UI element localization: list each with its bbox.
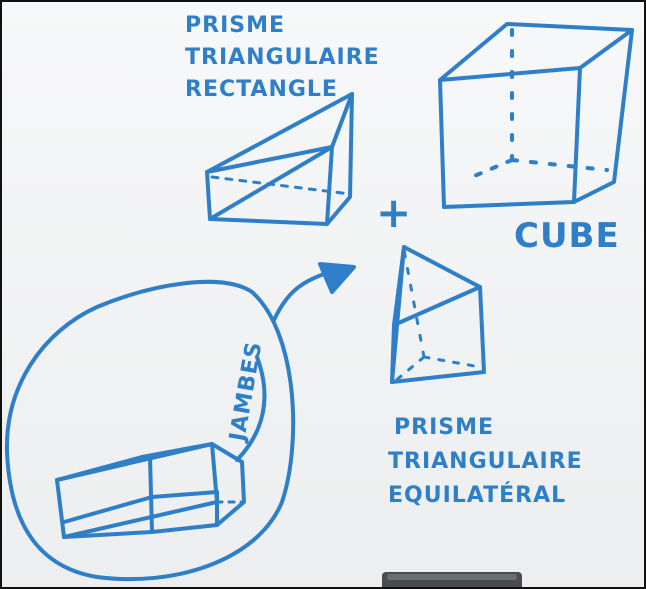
- cube-drawing: [438, 22, 634, 209]
- equilateral-prism-label-line-3: EQUILATÉRAL: [388, 482, 566, 508]
- equilateral-prism-label-line-1: PRISME: [394, 415, 494, 440]
- right-prism-label-line-3: RECTANGLE: [185, 77, 338, 102]
- plus-sign: +: [376, 188, 412, 237]
- right-prism-label-line-2: TRIANGULAIRE: [185, 45, 380, 70]
- right-triangular-prism-drawing: [205, 92, 354, 226]
- circle-drawing: [4, 279, 296, 582]
- legs-block-drawing: [55, 442, 246, 539]
- right-prism-label-line-1: PRISME: [185, 13, 285, 38]
- marker-icon: [382, 572, 522, 587]
- legs-bracket-drawing: [235, 355, 267, 462]
- arrow-drawing: [272, 262, 356, 322]
- equilateral-prism-label-line-2: TRIANGULAIRE: [388, 449, 583, 474]
- equilateral-triangular-prism-drawing: [390, 245, 486, 384]
- legs-label: JAMBES: [225, 339, 267, 445]
- cube-label: CUBE: [514, 216, 620, 256]
